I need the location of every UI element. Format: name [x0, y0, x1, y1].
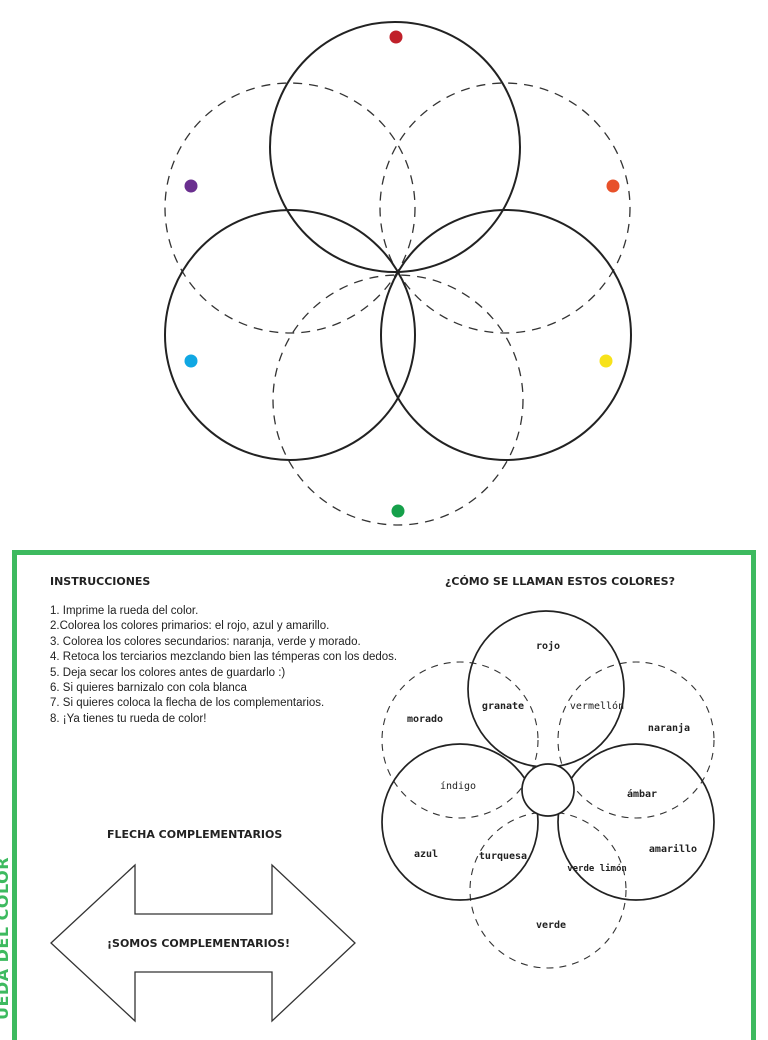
purple-dot — [184, 179, 198, 193]
instruction-item: 6. Si quieres barnizalo con cola blanca — [50, 682, 247, 695]
green-dot — [391, 504, 405, 518]
orange-dot — [606, 179, 620, 193]
arrow-title: FLECHA COMPLEMENTARIOS — [107, 828, 283, 841]
red-dot — [389, 30, 403, 44]
instruction-item: 3. Colorea los colores secundarios: nara… — [50, 635, 361, 648]
instruction-item: 8. ¡Ya tienes tu rueda de color! — [50, 712, 207, 725]
color-wheel-template — [164, 21, 632, 526]
primary-circle-blue — [164, 209, 416, 461]
instruction-item: 7. Si quieres coloca la flecha de los co… — [50, 697, 325, 710]
primary-circle-red — [269, 21, 521, 273]
instructions-panel — [12, 550, 756, 1040]
instruction-item: 5. Deja secar los colores antes de guard… — [50, 666, 286, 679]
side-title: UEDA DEL COLOR — [0, 852, 12, 1024]
instruction-item: 2.Colorea los colores primarios: el rojo… — [50, 620, 330, 633]
instruction-item: 1. Imprime la rueda del color. — [50, 605, 199, 617]
yellow-dot — [599, 354, 613, 368]
arrow-text: ¡SOMOS COMPLEMENTARIOS! — [107, 937, 290, 950]
secondary-circle-orange — [379, 82, 631, 334]
secondary-circle-green — [272, 274, 524, 526]
instructions-title: INSTRUCCIONES — [50, 575, 151, 588]
instructions-list: 1. Imprime la rueda del color. 2.Colorea… — [50, 604, 400, 727]
blue-dot — [184, 354, 198, 368]
secondary-circle-purple — [164, 82, 416, 334]
primary-circle-yellow — [380, 209, 632, 461]
question-title: ¿CÓMO SE LLAMAN ESTOS COLORES? — [445, 575, 675, 588]
instruction-item: 4. Retoca los terciarios mezclando bien … — [50, 651, 398, 664]
